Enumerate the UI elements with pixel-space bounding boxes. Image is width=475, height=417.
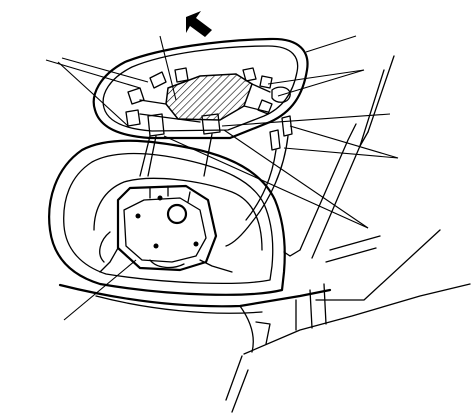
mirror-clip-right [257,86,291,115]
defogger-connector [269,115,293,151]
mirror-actuator [99,184,233,273]
mirror-clip-left [125,87,145,127]
callout-leader-lines [45,35,399,321]
mirror-clip-upper-right [242,67,273,89]
mirror-backing-plate [139,73,271,123]
window-frame [299,55,441,301]
wire-harness [225,135,289,247]
mirror-housing [48,139,286,296]
mirror-clip-upper-left [149,67,189,89]
door-panel [58,235,471,413]
glass-to-actuator-links [139,133,213,177]
mirror-clip-lower [147,113,221,137]
removal-direction-arrow-icon [186,11,212,37]
